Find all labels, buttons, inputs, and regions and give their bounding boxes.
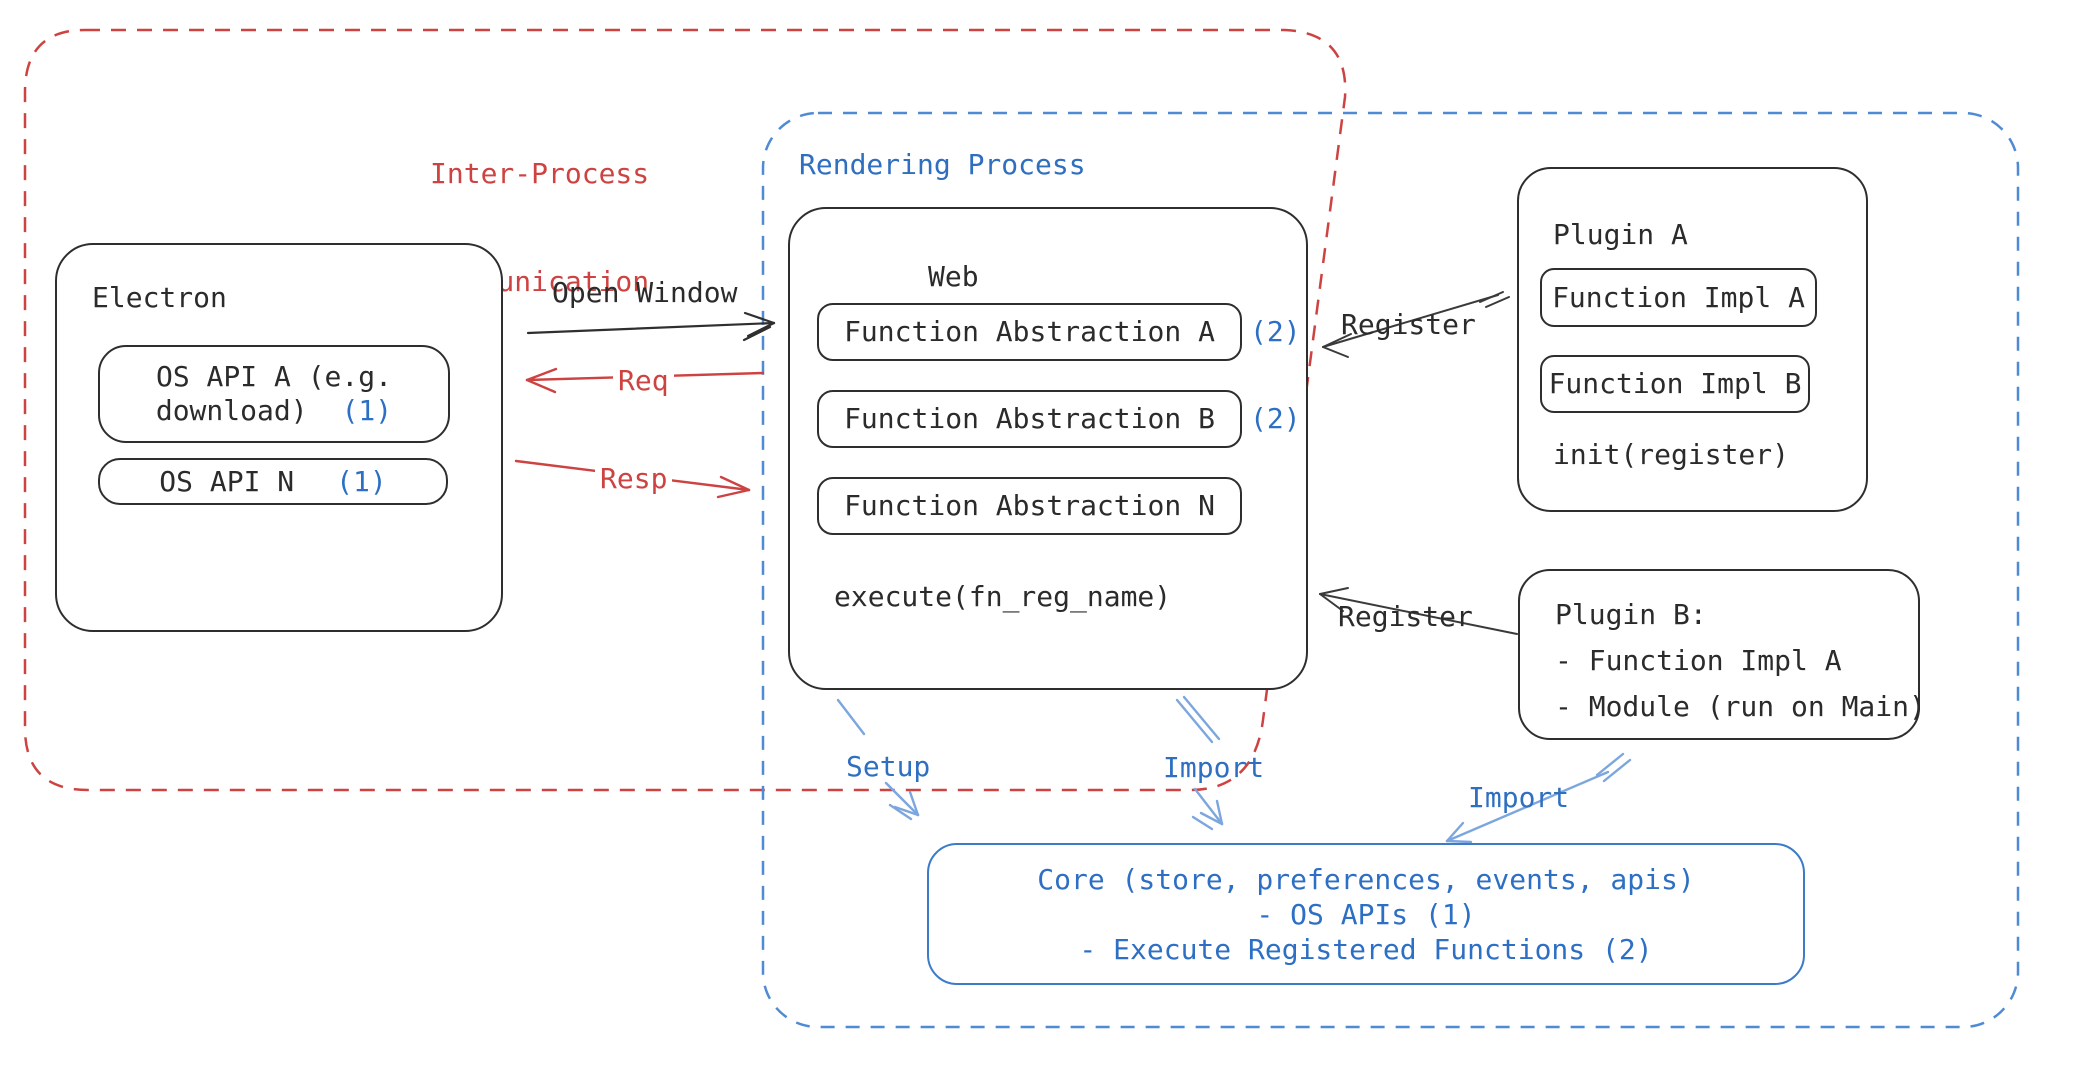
import-plugin-b-arrow [1445, 752, 1632, 844]
os-api-n-label: OS API N [159, 464, 295, 498]
function-abstraction-n-box: Function Abstraction N [817, 477, 1242, 535]
function-abstraction-row: Function Abstraction A (2) [817, 303, 1301, 361]
function-abstraction-a-badge: (2) [1250, 315, 1301, 348]
req-label: Req [613, 365, 674, 397]
execute-label: execute(fn_reg_name) [834, 580, 1172, 613]
register-bottom-label: Register [1338, 600, 1473, 633]
core-line1: Core (store, preferences, events, apis) [1037, 862, 1695, 896]
setup-label: Setup [846, 750, 931, 783]
os-api-a-line1: OS API A (e.g. [155, 360, 392, 393]
function-abstraction-a-box: Function Abstraction A [817, 303, 1242, 361]
plugin-a-title: Plugin A [1553, 218, 1688, 251]
function-impl-b-label: Function Impl B [1548, 367, 1802, 400]
import-web-label: Import [1163, 751, 1265, 784]
function-abstraction-b-badge: (2) [1250, 402, 1301, 435]
plugin-b-impl-line: - Function Impl A [1555, 644, 1842, 677]
os-api-a-box: OS API A (e.g. download)(1) [98, 345, 450, 443]
core-line3: - Execute Registered Functions (2) [1079, 932, 1653, 966]
plugin-b-title: Plugin B: [1555, 598, 1707, 631]
plugin-b-box [1518, 569, 1920, 740]
os-api-n-box: OS API N (1) [98, 458, 448, 505]
rendering-region-outline [761, 111, 2020, 1029]
web-title: Web [928, 260, 979, 293]
plugin-b-module-line: - Module (run on Main) [1555, 690, 1926, 723]
ipc-region-label-line1: Inter-Process [430, 157, 650, 190]
plugin-a-box [1517, 167, 1868, 512]
register-top-label: Register [1341, 308, 1476, 341]
os-api-a-line2: download)(1) [155, 394, 393, 427]
setup-arrow [836, 698, 920, 821]
function-abstraction-row: Function Abstraction N [817, 477, 1250, 535]
plugin-b-content: Plugin B: - Function Impl A - Module (ru… [1555, 592, 1926, 730]
import-plugin-b-label: Import [1468, 781, 1570, 814]
rendering-region-label: Rendering Process [799, 148, 1086, 181]
electron-title: Electron [92, 281, 227, 314]
import-web-arrow [1175, 695, 1224, 831]
os-api-n-badge: (1) [336, 464, 387, 498]
register-bottom-arrow [1319, 587, 1518, 635]
function-abstraction-n-label: Function Abstraction N [844, 489, 1215, 522]
function-abstraction-row: Function Abstraction B (2) [817, 390, 1301, 448]
ipc-region-outline [23, 28, 1347, 792]
function-abstraction-b-box: Function Abstraction B [817, 390, 1242, 448]
core-box: Core (store, preferences, events, apis) … [927, 843, 1805, 985]
function-impl-a-box: Function Impl A [1540, 268, 1817, 327]
os-api-a-badge: (1) [341, 394, 393, 427]
core-line2: - OS APIs (1) [1256, 897, 1476, 931]
open-window-arrow [526, 311, 776, 342]
function-impl-a-label: Function Impl A [1552, 280, 1805, 314]
resp-label: Resp [595, 463, 673, 495]
function-abstraction-a-label: Function Abstraction A [844, 315, 1215, 348]
function-abstraction-b-label: Function Abstraction B [844, 402, 1215, 435]
register-top-arrow [1322, 291, 1510, 358]
web-box [788, 207, 1308, 690]
init-register-label: init(register) [1553, 438, 1790, 471]
open-window-label: Open Window [552, 276, 738, 309]
function-impl-b-box: Function Impl B [1540, 355, 1810, 413]
